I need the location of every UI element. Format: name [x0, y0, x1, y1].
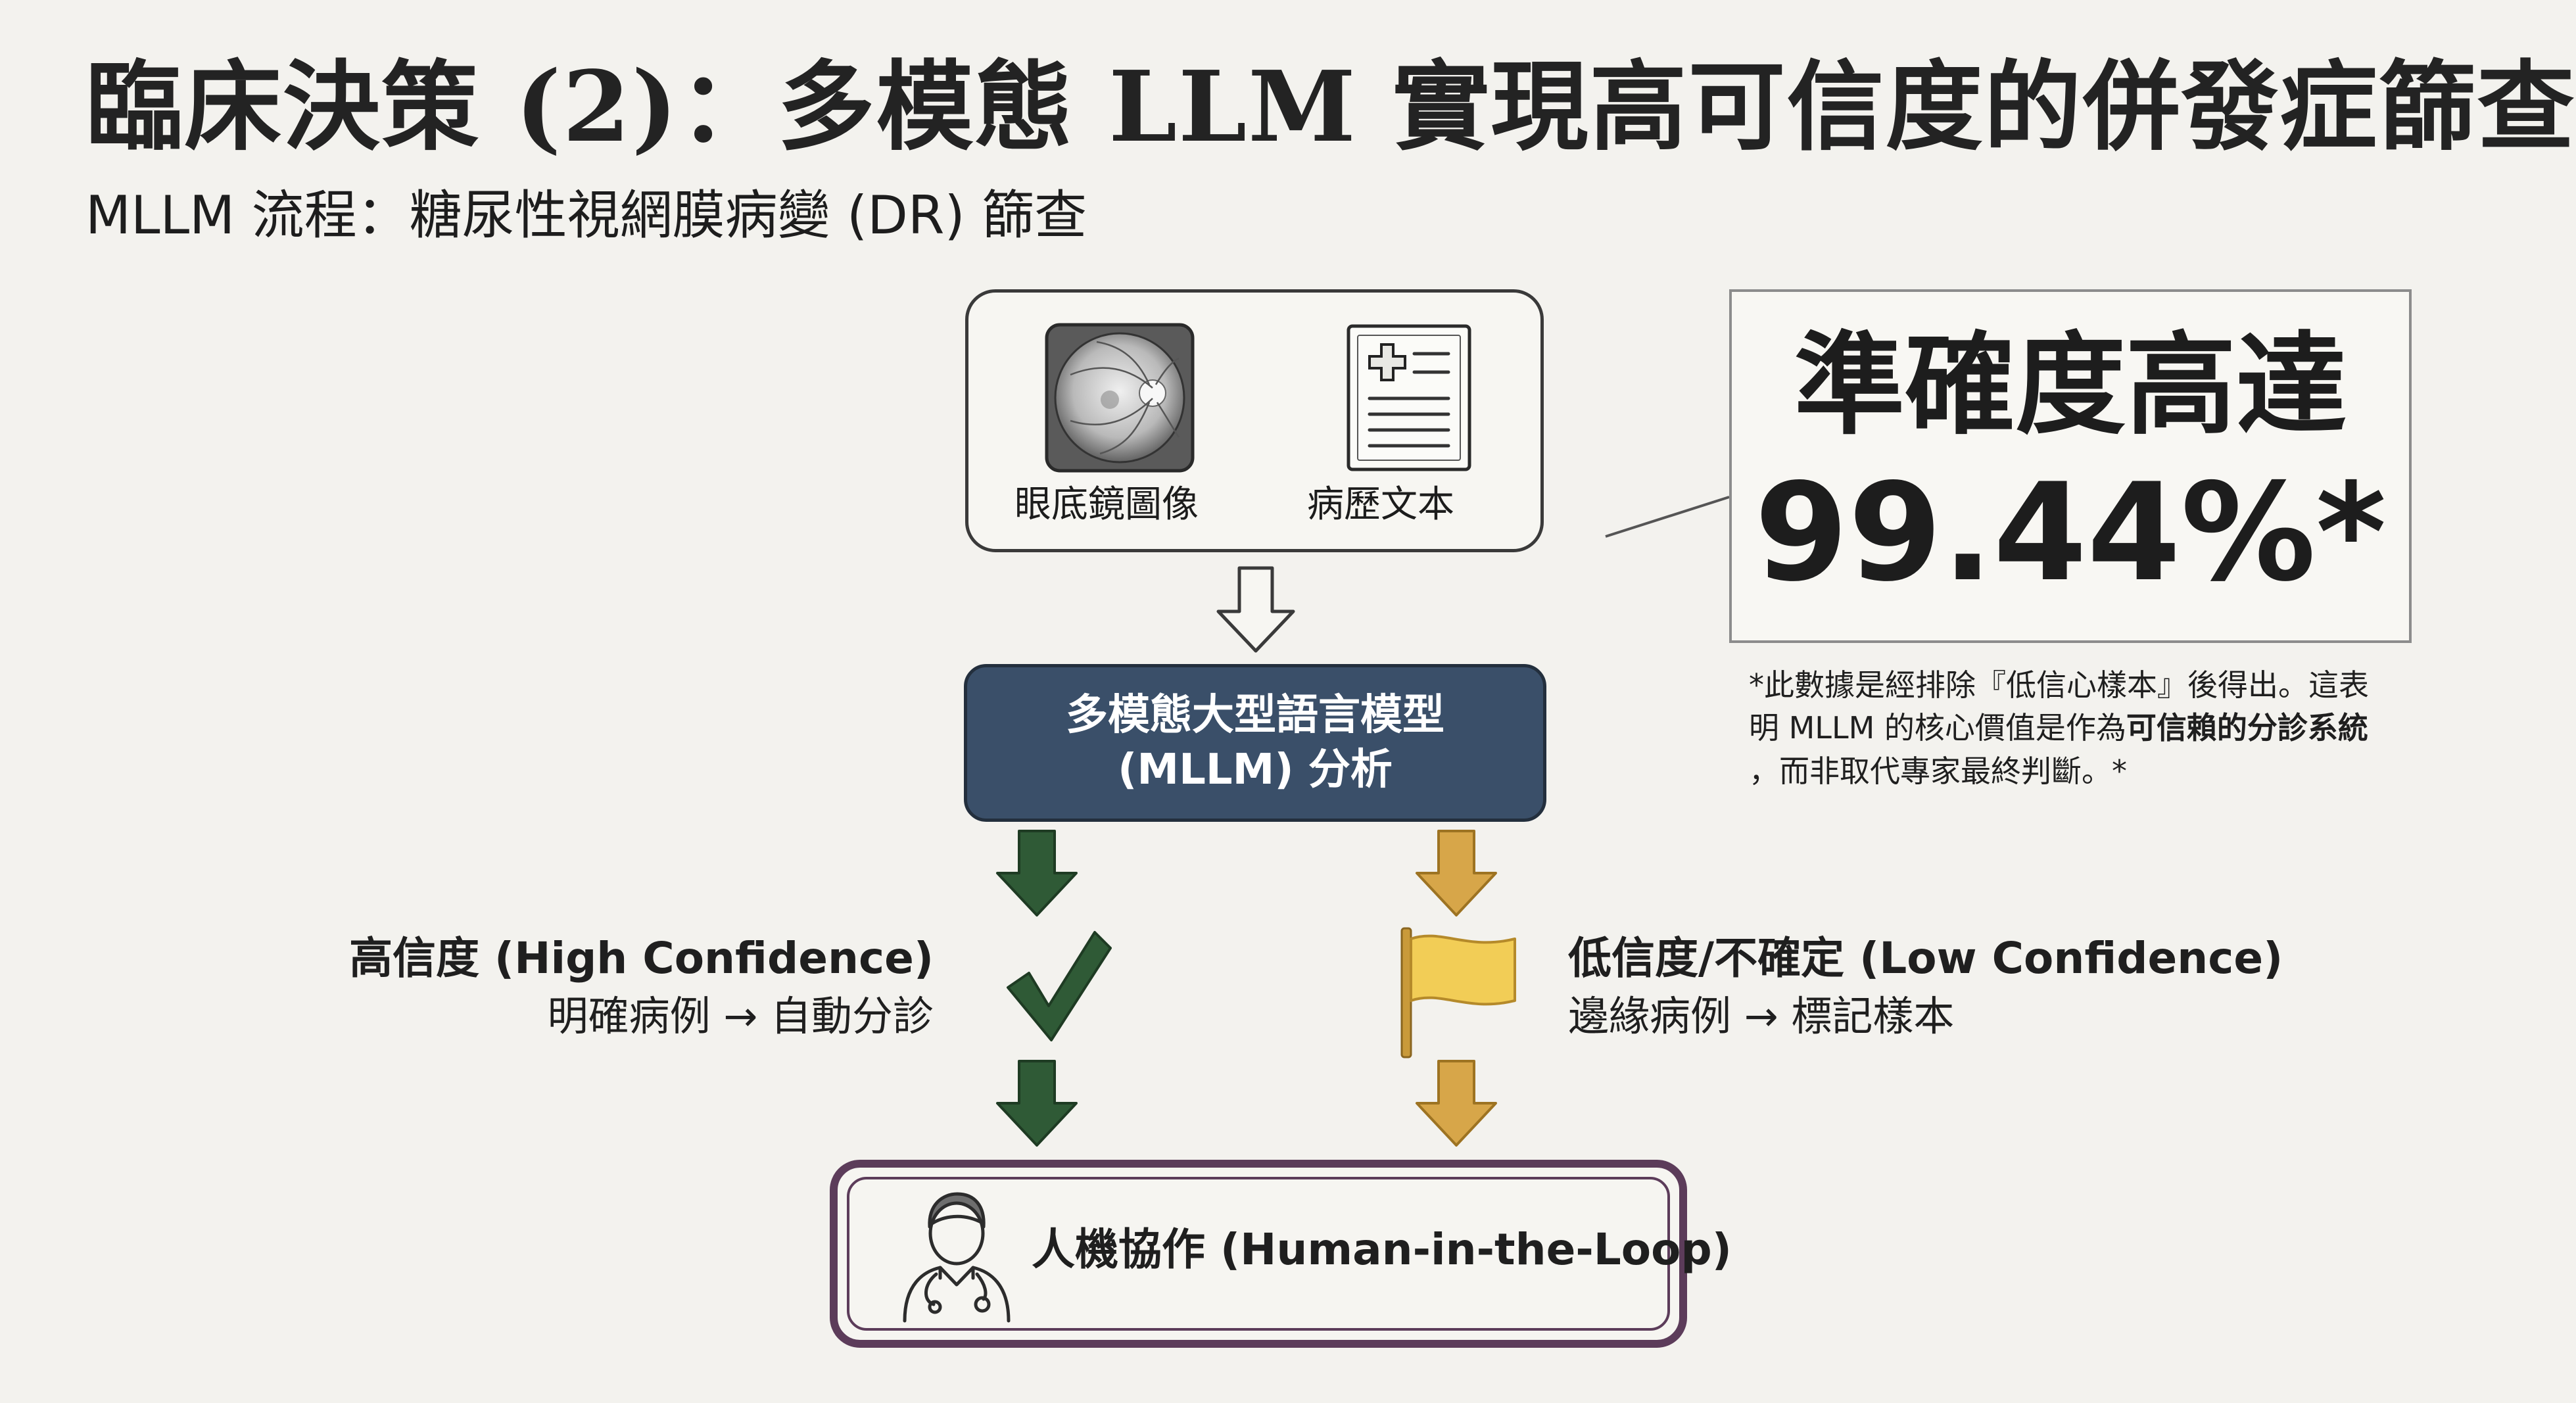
- footnote-line1: *此數據是經排除『低信心樣本』後得出。這表: [1749, 667, 2369, 703]
- page-title: 臨床決策 (2)：多模態 LLM 實現高可信度的併發症篩查: [85, 49, 2576, 164]
- high-confidence-description: 明確病例 → 自動分診: [547, 992, 934, 1040]
- medical-record-icon: [1343, 322, 1475, 473]
- human-in-the-loop-label: 人機協作 (Human-in-the-Loop): [1032, 1224, 1732, 1275]
- low-confidence-arrow-top-icon: [1414, 830, 1499, 918]
- mllm-label-line2: (MLLM) 分析: [1118, 746, 1393, 794]
- low-confidence-description: 邊緣病例 → 標記樣本: [1568, 992, 1955, 1040]
- human-box-inner-border: [847, 1177, 1670, 1331]
- callout-line: [1604, 493, 1736, 539]
- high-confidence-arrow-bottom-icon: [994, 1060, 1080, 1149]
- human-in-the-loop-box: 人機協作 (Human-in-the-Loop): [830, 1160, 1732, 1348]
- accuracy-box: 準確度高達 99.44%*: [1729, 289, 2412, 643]
- mllm-analysis-box: 多模態大型語言模型 (MLLM) 分析: [964, 664, 1546, 822]
- medical-record-label: 病歷文本: [1307, 483, 1454, 526]
- mllm-label-line1: 多模態大型語言模型: [1066, 690, 1444, 740]
- hollow-down-arrow-icon: [1213, 564, 1299, 655]
- footnote-line2-bold: 可信賴的分診系統: [2126, 710, 2368, 746]
- low-confidence-arrow-bottom-icon: [1414, 1060, 1499, 1149]
- flag-icon: [1395, 927, 1520, 1058]
- fundus-image-icon: [1044, 322, 1195, 473]
- high-confidence-arrow-top-icon: [994, 830, 1080, 918]
- footnote-line2: 明 MLLM 的核心價值是作為可信賴的分診系統: [1749, 707, 2413, 749]
- doctor-icon: [897, 1186, 1015, 1324]
- checkmark-icon: [1003, 927, 1114, 1045]
- footnote-line3: ，而非取代專家最終判斷。*: [1749, 753, 2127, 789]
- footnote: *此數據是經排除『低信心樣本』後得出。這表 明 MLLM 的核心價值是作為可信賴…: [1749, 664, 2413, 793]
- low-confidence-title: 低信度/不確定 (Low Confidence): [1568, 933, 2283, 984]
- footnote-line2-text: 明 MLLM 的核心價值是作為: [1749, 710, 2126, 746]
- high-confidence-title: 高信度 (High Confidence): [349, 933, 934, 984]
- fundus-image-label: 眼底鏡圖像: [1014, 483, 1199, 526]
- accuracy-value: 99.44%*: [1754, 455, 2387, 611]
- page-subtitle: MLLM 流程：糖尿性視網膜病變 (DR) 篩查: [85, 185, 1087, 246]
- input-box: 眼底鏡圖像 病歷文本: [965, 289, 1544, 552]
- accuracy-label: 準確度高達: [1794, 321, 2347, 450]
